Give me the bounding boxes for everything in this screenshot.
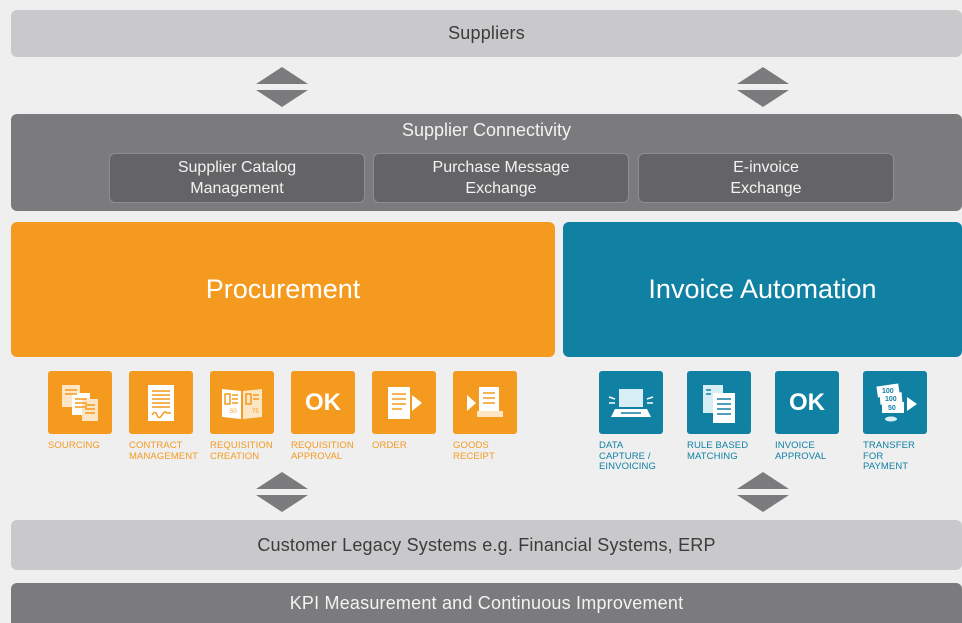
- purchase-message-exchange-box: Purchase Message Exchange: [373, 153, 629, 203]
- e-invoice-exchange-box: E-invoice Exchange: [638, 153, 894, 203]
- svg-text:50: 50: [230, 409, 237, 415]
- scanner-icon: [608, 388, 654, 417]
- procurement-panel: Procurement: [11, 222, 555, 357]
- svg-text:75: 75: [252, 409, 259, 415]
- money-transfer-icon: 100 100 50: [876, 383, 917, 421]
- ok-icon: OK: [305, 388, 341, 416]
- signed-contract-icon: [148, 384, 174, 421]
- bidirectional-arrow-icon: [256, 472, 308, 512]
- goods-receipt-icon: [467, 386, 503, 417]
- customer-legacy-systems-label: Customer Legacy Systems e.g. Financial S…: [257, 534, 716, 555]
- sourcing-tile: [48, 371, 112, 434]
- kpi-measurement-bar: KPI Measurement and Continuous Improveme…: [11, 583, 962, 623]
- svg-text:50: 50: [888, 405, 896, 412]
- procurement-title: Procurement: [205, 274, 361, 304]
- rule-based-matching-label: RULE BASED MATCHING: [687, 440, 749, 462]
- rule-based-matching-tile: [687, 371, 751, 434]
- supplier-connectivity-title: Supplier Connectivity: [401, 120, 572, 140]
- requisition-approval-label: REQUISITION APPROVAL: [291, 440, 354, 462]
- supplier-connectivity-section: Supplier Connectivity Supplier Catalog M…: [11, 114, 962, 211]
- svg-text:100: 100: [882, 388, 894, 395]
- order-tile: [372, 371, 436, 434]
- contract-management-label: CONTRACT MANAGEMENT: [129, 440, 199, 462]
- goods-receipt-label: GOODS RECEIPT: [453, 440, 495, 462]
- kpi-measurement-label: KPI Measurement and Continuous Improveme…: [289, 592, 684, 613]
- invoice-approval-label: INVOICE APPROVAL: [775, 440, 827, 462]
- requisition-creation-label: REQUISITION CREATION: [210, 440, 273, 462]
- invoice-automation-panel: Invoice Automation: [563, 222, 962, 357]
- sourcing-label: SOURCING: [48, 440, 100, 451]
- suppliers-bar: Suppliers: [11, 10, 962, 57]
- document-send-icon: [388, 386, 422, 419]
- goods-receipt-tile: [453, 371, 517, 434]
- matching-documents-icon: [703, 384, 735, 423]
- invoice-approval-tile: OK: [775, 371, 839, 434]
- requisition-creation-tile: 50 75: [210, 371, 274, 434]
- svg-text:100: 100: [885, 396, 897, 403]
- catalog-book-icon: 50 75: [222, 388, 262, 419]
- ok-icon: OK: [789, 388, 825, 416]
- data-capture-label: DATA CAPTURE / eINVOICING: [599, 440, 656, 472]
- requisition-approval-tile: OK: [291, 371, 355, 434]
- suppliers-label: Suppliers: [448, 23, 525, 43]
- contract-management-tile: [129, 371, 193, 434]
- invoice-automation-title: Invoice Automation: [648, 274, 877, 304]
- customer-legacy-systems-bar: Customer Legacy Systems e.g. Financial S…: [11, 520, 962, 570]
- bidirectional-arrow-icon: [737, 67, 789, 107]
- documents-icon: [62, 384, 98, 421]
- supplier-catalog-management-box: Supplier Catalog Management: [109, 153, 365, 203]
- data-capture-tile: [599, 371, 663, 434]
- bidirectional-arrow-icon: [737, 472, 789, 512]
- transfer-for-payment-tile: 100 100 50: [863, 371, 927, 434]
- transfer-for-payment-label: TRANSFER FOR PAYMENT: [863, 440, 915, 472]
- order-label: ORDER: [372, 440, 407, 451]
- bidirectional-arrow-icon: [256, 67, 308, 107]
